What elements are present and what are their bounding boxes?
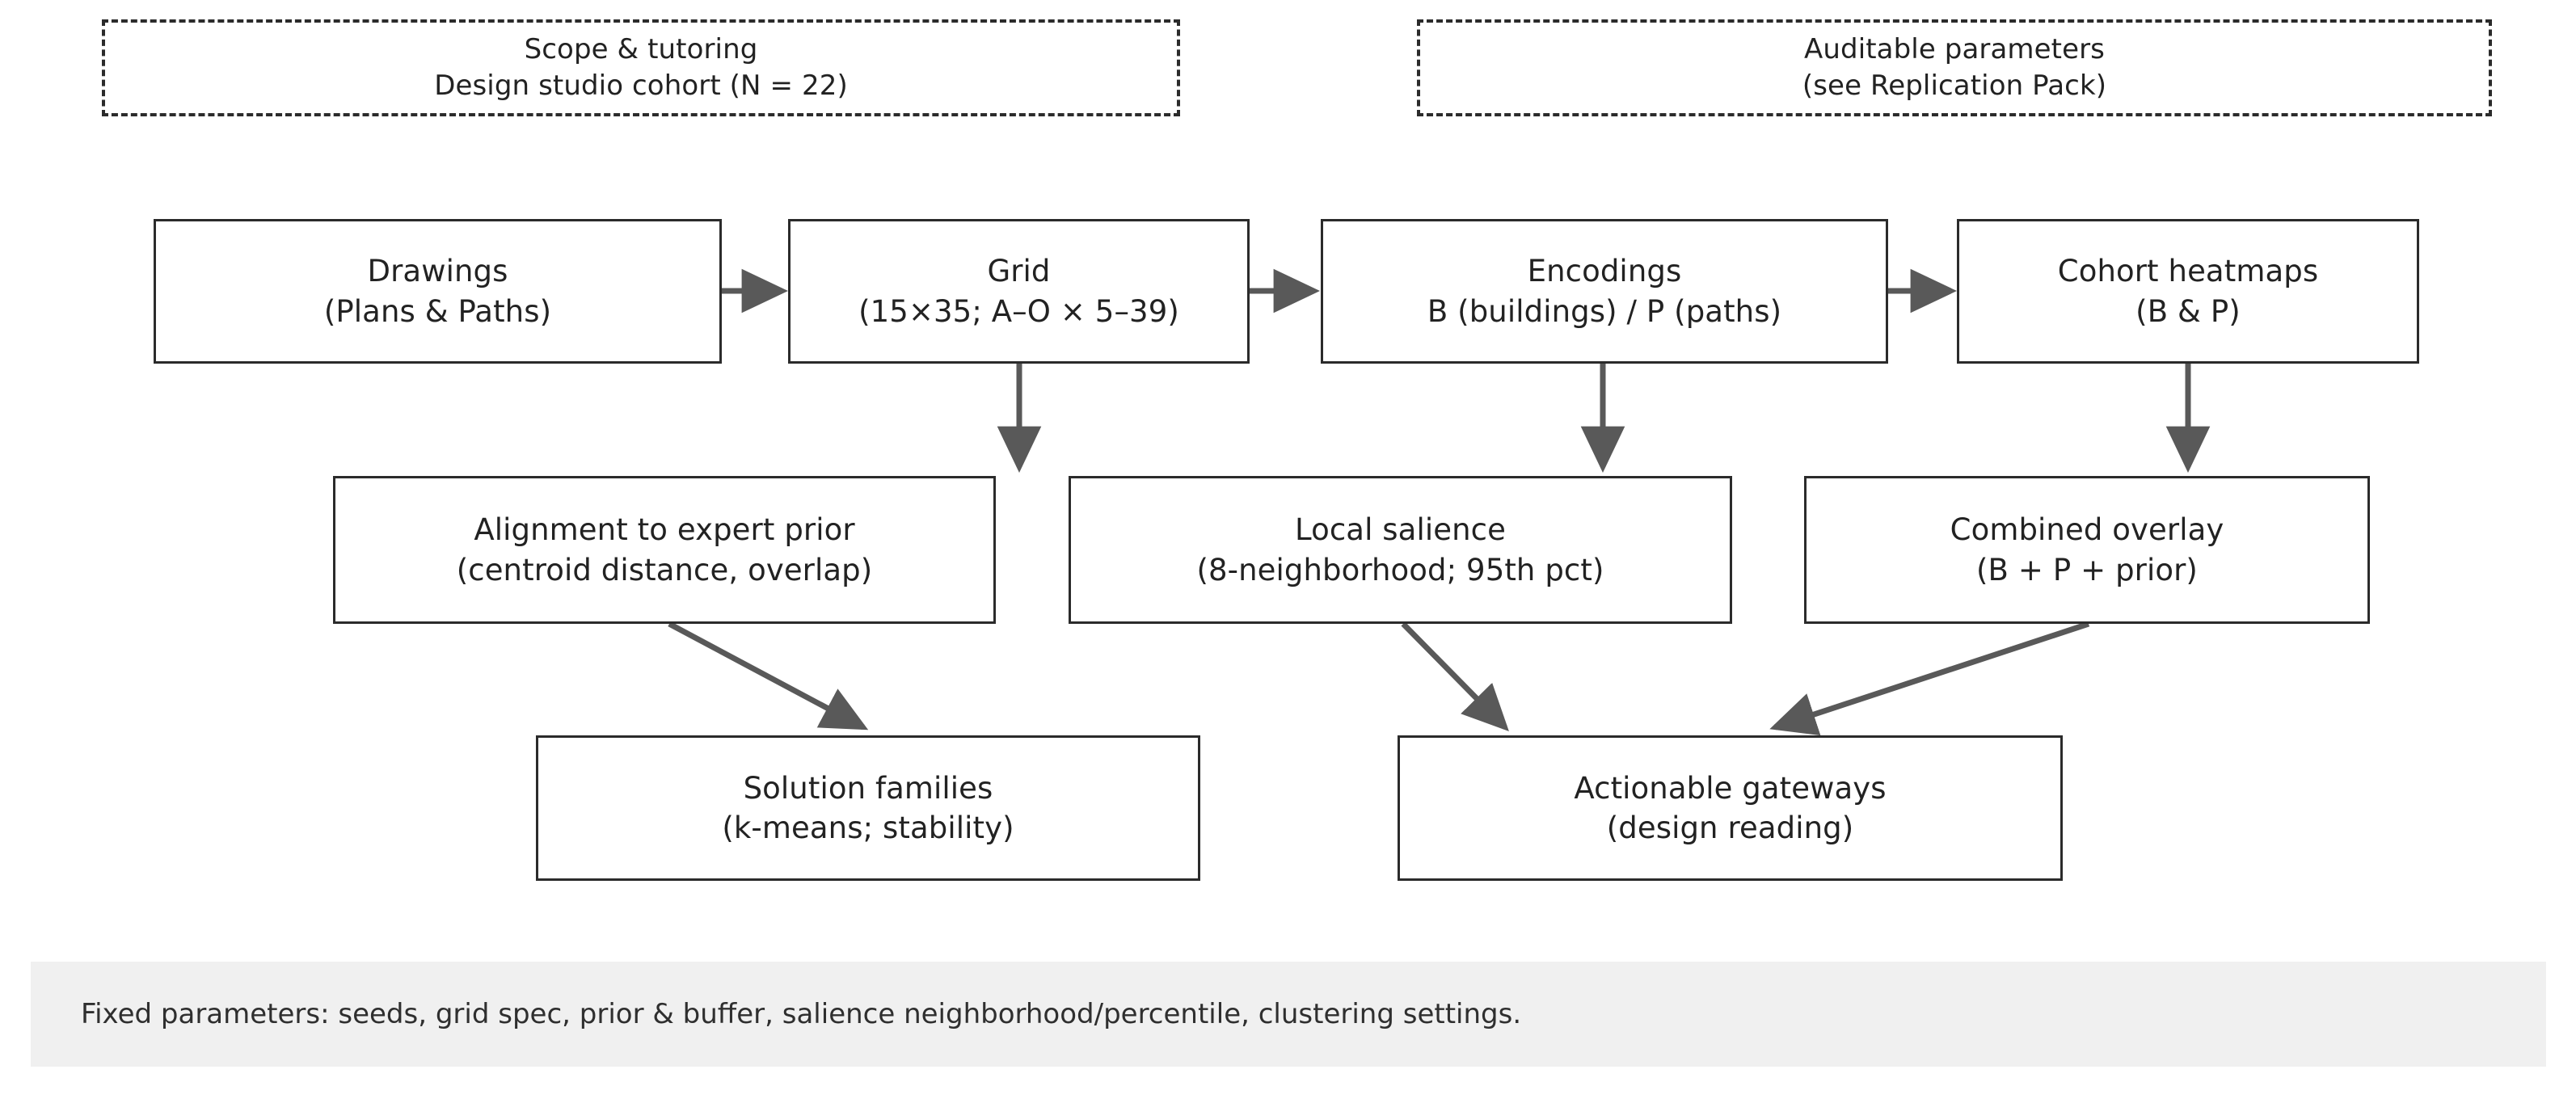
edge-alignment-to-solution-families: [668, 621, 869, 731]
fixed-parameters-footer: Fixed parameters: seeds, grid spec, prio…: [31, 962, 2546, 1067]
node-cohort-heatmaps[interactable]: Cohort heatmaps (B & P): [1957, 219, 2419, 364]
node-local-salience[interactable]: Local salience (8-neighborhood; 95th pct…: [1069, 476, 1732, 624]
node-cohort-heatmaps-line1: Cohort heatmaps: [2057, 254, 2319, 289]
note-scope-line1: Scope & tutoring: [524, 32, 758, 65]
node-combined-overlay-line2: (B + P + prior): [1976, 552, 2198, 587]
node-cohort-heatmaps-line2: (B & P): [2135, 293, 2241, 329]
node-alignment-line1: Alignment to expert prior: [474, 512, 855, 548]
node-grid[interactable]: Grid (15×35; A–O × 5–39): [788, 219, 1250, 364]
node-actionable-gateways-line2: (design reading): [1606, 811, 1854, 845]
node-encodings-line1: Encodings: [1527, 254, 1682, 289]
node-actionable-gateways[interactable]: Actionable gateways (design reading): [1398, 735, 2063, 881]
node-combined-overlay[interactable]: Combined overlay (B + P + prior): [1804, 476, 2370, 624]
edge-combined-overlay-to-actionable-gateways: [1769, 621, 2090, 736]
node-encodings[interactable]: Encodings B (buildings) / P (paths): [1321, 219, 1888, 364]
node-combined-overlay-line1: Combined overlay: [1950, 512, 2224, 548]
node-alignment-line2: (centroid distance, overlap): [456, 552, 873, 587]
node-grid-line1: Grid: [987, 254, 1051, 289]
node-local-salience-line2: (8-neighborhood; 95th pct): [1196, 552, 1604, 587]
node-alignment-to-expert-prior[interactable]: Alignment to expert prior (centroid dist…: [333, 476, 996, 624]
node-drawings-line1: Drawings: [367, 254, 508, 289]
node-actionable-gateways-line1: Actionable gateways: [1574, 770, 1887, 806]
note-auditable-parameters: Auditable parameters (see Replication Pa…: [1417, 19, 2492, 116]
node-local-salience-line1: Local salience: [1295, 512, 1506, 548]
note-auditable-line2: (see Replication Pack): [1802, 69, 2107, 102]
node-solution-families[interactable]: Solution families (k-means; stability): [536, 735, 1200, 881]
node-drawings-line2: (Plans & Paths): [323, 293, 552, 329]
node-grid-line2: (15×35; A–O × 5–39): [858, 293, 1179, 329]
note-scope-line2: Design studio cohort (N = 22): [434, 69, 848, 102]
note-auditable-line1: Auditable parameters: [1804, 32, 2105, 65]
node-solution-families-line1: Solution families: [743, 770, 993, 806]
node-encodings-line2: B (buildings) / P (paths): [1427, 293, 1782, 329]
note-scope-tutoring: Scope & tutoring Design studio cohort (N…: [102, 19, 1180, 116]
edge-local-salience-to-actionable-gateways: [1401, 621, 1509, 731]
fixed-parameters-text: Fixed parameters: seeds, grid spec, prio…: [81, 998, 1522, 1030]
node-solution-families-line2: (k-means; stability): [722, 811, 1014, 845]
node-drawings[interactable]: Drawings (Plans & Paths): [154, 219, 722, 364]
